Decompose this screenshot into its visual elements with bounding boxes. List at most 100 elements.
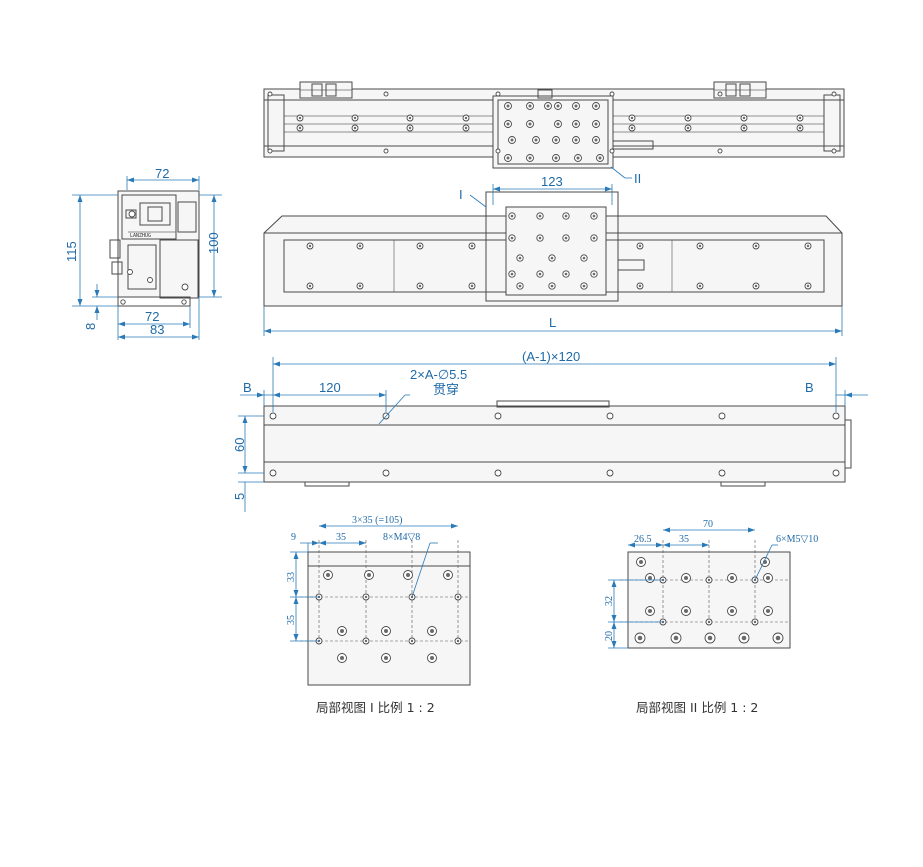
mounting-hole-core xyxy=(538,272,542,276)
mounting-hole-core xyxy=(418,284,422,288)
side-logo-text: LANZHUG xyxy=(130,233,151,239)
mounting-hole-core xyxy=(753,620,757,624)
side-dim-100: 100 xyxy=(206,232,221,254)
mounting-hole-core xyxy=(730,609,734,613)
mounting-hole-core xyxy=(686,116,690,120)
mounting-hole-core xyxy=(510,214,514,218)
bottom-dim-B-left: B xyxy=(243,380,252,395)
mounting-hole-core xyxy=(592,236,596,240)
mounting-hole-core xyxy=(707,578,711,582)
mounting-hole xyxy=(495,148,501,154)
mounting-hole xyxy=(269,412,277,420)
detail-view-ii: 70 26.5 35 6×M5▽10 32 20 局部视图 II 比例 1 : … xyxy=(604,519,818,715)
mounting-hole-core xyxy=(592,214,596,218)
mounting-hole-core xyxy=(326,573,330,577)
mounting-hole-core xyxy=(353,116,357,120)
mounting-hole-core xyxy=(554,156,558,160)
mounting-hole-core xyxy=(528,104,532,108)
bottom-dim-60: 60 xyxy=(232,438,247,452)
mounting-hole-core xyxy=(594,138,598,142)
side-dim-72-bottom: 72 xyxy=(145,309,159,324)
mounting-hole-core xyxy=(598,156,602,160)
mounting-hole-core xyxy=(798,126,802,130)
detail-ii-dim-70: 70 xyxy=(703,519,713,530)
mounting-hole-core xyxy=(741,635,747,641)
side-view: LANZHUG 72 115 100 8 72 83 xyxy=(64,166,222,340)
mounting-hole-core xyxy=(564,272,568,276)
mounting-hole-core xyxy=(684,576,688,580)
mounting-hole-core xyxy=(592,272,596,276)
mounting-hole xyxy=(606,412,614,420)
mounting-hole-core xyxy=(698,284,702,288)
mounting-hole-core xyxy=(367,573,371,577)
side-dim-8: 8 xyxy=(83,323,98,330)
mounting-hole-core xyxy=(698,244,702,248)
side-dim-83: 83 xyxy=(150,322,164,337)
bottom-dim-120: 120 xyxy=(319,380,341,395)
mounting-hole-core xyxy=(556,122,560,126)
detail-i-hole-note: 8×M4▽8 xyxy=(383,532,420,543)
mounting-hole-core xyxy=(538,214,542,218)
mounting-hole-core xyxy=(742,116,746,120)
mounting-hole-core xyxy=(754,244,758,248)
mounting-hole-core xyxy=(384,629,388,633)
mounting-hole-core xyxy=(518,284,522,288)
mounting-hole-core xyxy=(684,609,688,613)
mounting-hole xyxy=(717,148,723,154)
front-view: I 123 L xyxy=(263,174,843,336)
mounting-hole-core xyxy=(528,122,532,126)
mounting-hole-core xyxy=(340,656,344,660)
mounting-hole-core xyxy=(456,639,460,643)
bottom-view: (A-1)×120 B 120 B 2×A-∅5.5 贯穿 60 5 xyxy=(232,349,868,512)
detail-view-i: 3×35 (=105) 9 35 8×M4▽8 33 35 局部视图 I 比例 … xyxy=(286,515,471,715)
mounting-hole-core xyxy=(775,635,781,641)
mounting-hole-core xyxy=(308,284,312,288)
mounting-hole-core xyxy=(340,629,344,633)
detail-ii-hole-note: 6×M5▽10 xyxy=(776,534,818,545)
mounting-hole xyxy=(831,91,837,97)
detail-i-dim-33: 33 xyxy=(286,572,297,582)
mounting-hole-core xyxy=(534,138,538,142)
mounting-hole xyxy=(609,148,615,154)
mounting-hole-core xyxy=(298,126,302,130)
mounting-hole xyxy=(267,148,273,154)
mounting-hole xyxy=(718,412,726,420)
front-dim-123: 123 xyxy=(541,174,563,189)
detail-ii-dim-26-5: 26.5 xyxy=(634,534,652,545)
mounting-hole-core xyxy=(707,635,713,641)
mounting-hole-core xyxy=(582,256,586,260)
mounting-hole-core xyxy=(470,244,474,248)
mounting-hole-core xyxy=(742,126,746,130)
mounting-hole xyxy=(832,469,840,477)
mounting-hole-core xyxy=(506,156,510,160)
detail-ii-caption: 局部视图 II 比例 1 : 2 xyxy=(636,700,758,715)
mounting-hole-core xyxy=(754,284,758,288)
mounting-hole-core xyxy=(550,284,554,288)
bottom-hole-note-2: 贯穿 xyxy=(433,382,459,397)
mounting-hole xyxy=(494,412,502,420)
mounting-hole-core xyxy=(464,116,468,120)
detail-i-dim-9: 9 xyxy=(291,532,296,543)
mounting-hole-core xyxy=(358,284,362,288)
mounting-hole-core xyxy=(408,116,412,120)
mounting-hole xyxy=(495,91,501,97)
mounting-hole xyxy=(269,469,277,477)
side-dim-72-top: 72 xyxy=(155,166,169,181)
mounting-hole-core xyxy=(510,272,514,276)
side-dim-115: 115 xyxy=(64,241,79,262)
mounting-hole-core xyxy=(574,138,578,142)
detail-i-dim-35-v: 35 xyxy=(286,615,297,625)
mounting-hole-core xyxy=(358,244,362,248)
mounting-hole-core xyxy=(686,126,690,130)
mounting-hole xyxy=(831,148,837,154)
mounting-hole-core xyxy=(510,138,514,142)
mounting-hole-core xyxy=(707,620,711,624)
mounting-hole-core xyxy=(418,244,422,248)
mounting-hole-core xyxy=(564,236,568,240)
mounting-hole-core xyxy=(550,256,554,260)
mounting-hole-core xyxy=(630,126,634,130)
mounting-hole-core xyxy=(673,635,679,641)
mounting-hole xyxy=(609,91,615,97)
mounting-hole-core xyxy=(574,104,578,108)
mounting-hole-core xyxy=(353,126,357,130)
